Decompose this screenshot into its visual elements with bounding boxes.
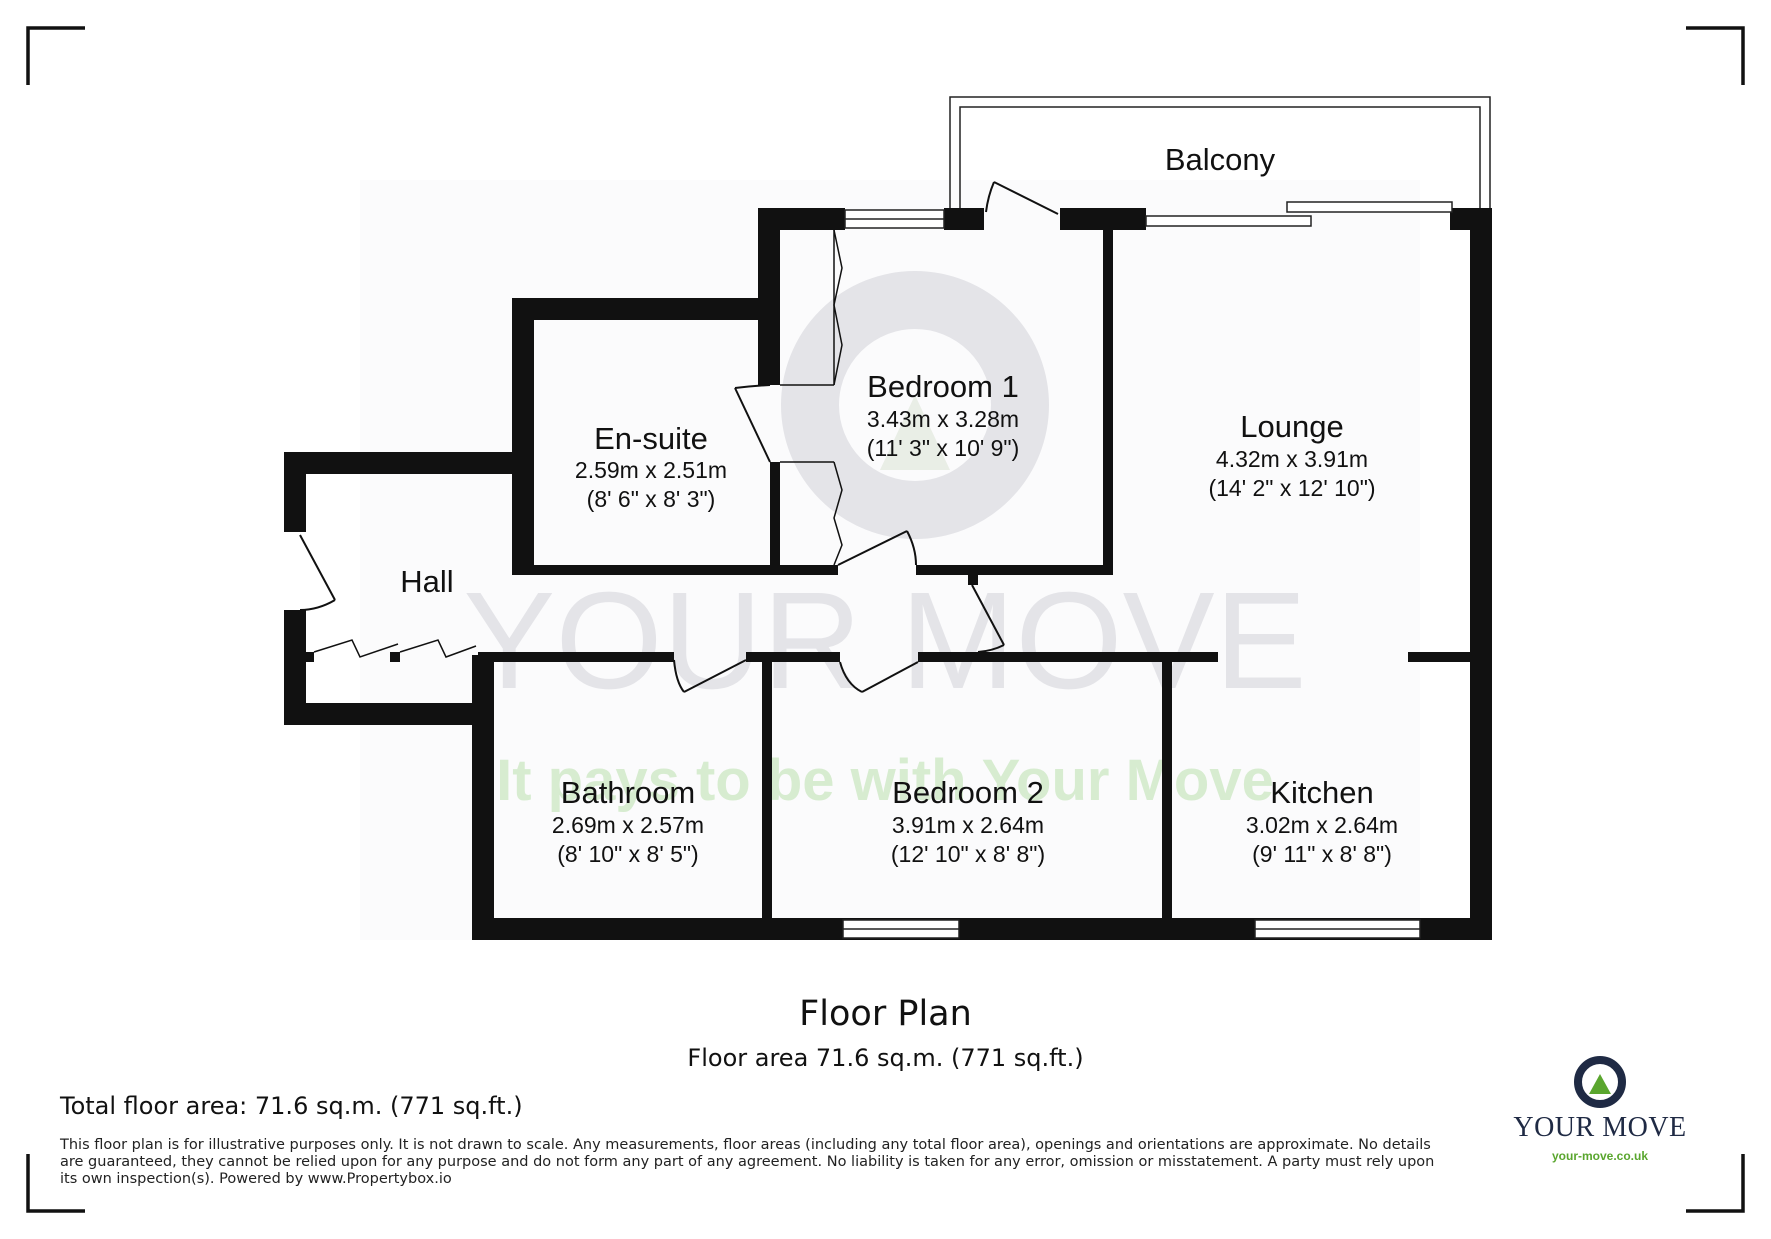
watermark-ring bbox=[781, 271, 1049, 539]
total-floor-area: Total floor area: 71.6 sq.m. (771 sq.ft.… bbox=[60, 1092, 523, 1120]
room-dim-metric-bedroom-2: 3.91m x 2.64m bbox=[892, 812, 1044, 838]
watermark-tree bbox=[880, 395, 950, 470]
room-dim-imperial-en-suite: (8' 6" x 8' 3") bbox=[587, 486, 716, 512]
logo-name: YOUR MOVE bbox=[1513, 1112, 1687, 1143]
balcony-railing bbox=[949, 96, 1491, 210]
logo-icon bbox=[1574, 1056, 1626, 1108]
logo-url: your-move.co.uk bbox=[1551, 1149, 1649, 1163]
door-swings bbox=[299, 181, 1059, 693]
room-dim-metric-en-suite: 2.59m x 2.51m bbox=[575, 457, 727, 483]
room-labels: Balcony Bedroom 1 3.43m x 3.28m (11' 3" … bbox=[400, 142, 1398, 867]
your-move-logo: YOUR MOVE your-move.co.uk bbox=[1500, 1052, 1700, 1172]
room-dim-metric-bedroom-1: 3.43m x 3.28m bbox=[867, 406, 1019, 432]
balcony-sliding-door bbox=[1145, 201, 1453, 227]
room-name-lounge: Lounge bbox=[1240, 409, 1343, 444]
walls bbox=[284, 208, 1492, 940]
room-name-balcony: Balcony bbox=[1165, 142, 1276, 177]
watermark-brand: YOUR MOVE bbox=[463, 564, 1306, 718]
room-name-bedroom-2: Bedroom 2 bbox=[892, 775, 1044, 810]
room-name-hall: Hall bbox=[400, 564, 453, 599]
crop-marks bbox=[26, 26, 1745, 1213]
room-name-bedroom-1: Bedroom 1 bbox=[867, 369, 1019, 404]
room-dim-metric-kitchen: 3.02m x 2.64m bbox=[1246, 812, 1398, 838]
room-dim-metric-lounge: 4.32m x 3.91m bbox=[1216, 446, 1368, 472]
plan-floor-area: Floor area 71.6 sq.m. (771 sq.ft.) bbox=[687, 1044, 1084, 1072]
room-dim-imperial-kitchen: (9' 11" x 8' 8") bbox=[1252, 841, 1392, 867]
disclaimer-text: This floor plan is for illustrative purp… bbox=[60, 1137, 1435, 1187]
watermark-slogan: It pays to be with Your Move bbox=[496, 748, 1274, 813]
room-name-kitchen: Kitchen bbox=[1270, 775, 1373, 810]
plan-title: Floor Plan bbox=[799, 994, 972, 1034]
windows bbox=[842, 209, 1421, 939]
room-dim-imperial-bedroom-2: (12' 10" x 8' 8") bbox=[891, 841, 1045, 867]
room-name-bathroom: Bathroom bbox=[561, 775, 695, 810]
wardrobe-doors bbox=[313, 229, 843, 658]
room-dim-imperial-bedroom-1: (11' 3" x 10' 9") bbox=[867, 435, 1020, 461]
room-dim-imperial-lounge: (14' 2" x 12' 10") bbox=[1208, 475, 1375, 501]
room-name-en-suite: En-suite bbox=[594, 421, 708, 456]
room-dim-metric-bathroom: 2.69m x 2.57m bbox=[552, 812, 704, 838]
room-dim-imperial-bathroom: (8' 10" x 8' 5") bbox=[557, 841, 698, 867]
